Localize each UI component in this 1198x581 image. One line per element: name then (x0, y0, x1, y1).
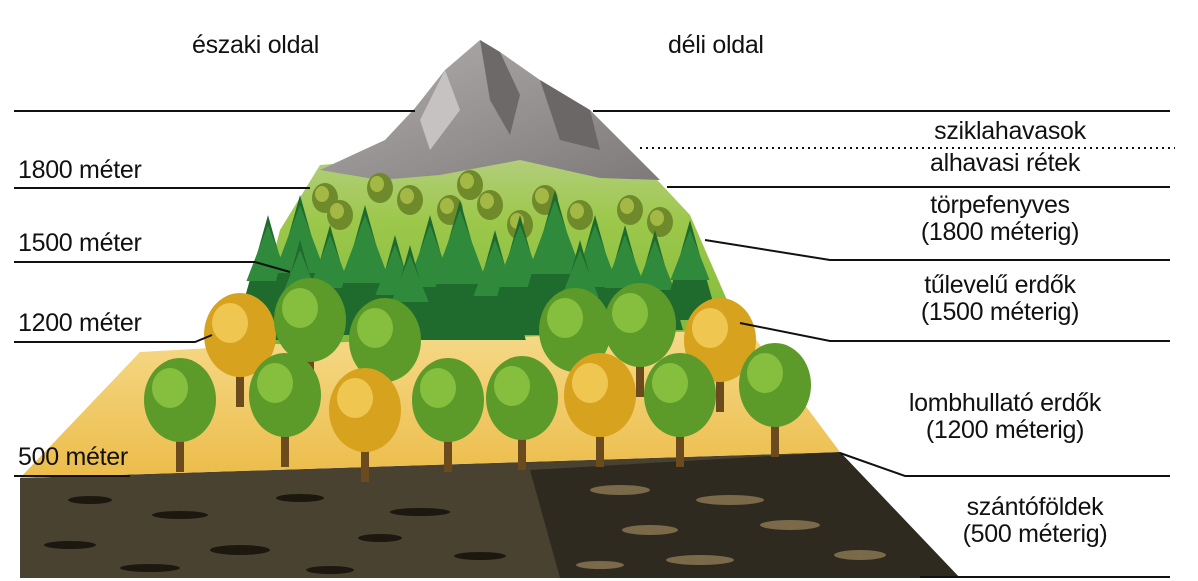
deciduous-tree (204, 293, 276, 407)
zone-range: (1200 méterig) (925, 416, 1085, 444)
farmland-soil (20, 452, 960, 578)
north-side-label: északi oldal (192, 31, 320, 59)
deciduous-tree (684, 298, 756, 412)
zone-name: sziklahavasok (934, 117, 1086, 145)
deciduous-tree (144, 358, 216, 472)
shrub (367, 173, 393, 203)
zone-alpine-meadow: alhavasi rétek (890, 150, 1120, 177)
deciduous-tree (249, 353, 321, 467)
zone-range: (500 méterig) (962, 520, 1108, 548)
zone-name: alhavasi rétek (929, 149, 1081, 177)
zone-name: törpefenyves (930, 191, 1070, 219)
zone-name: tűlevelű erdők (924, 271, 1076, 299)
deciduous-tree (349, 298, 421, 412)
deciduous-tree (412, 358, 484, 472)
zone-rocky-alpine: sziklahavasok (890, 118, 1130, 145)
deciduous-tree (604, 283, 676, 397)
rocky-peak (320, 40, 660, 180)
altitude-lines (14, 110, 415, 477)
zone-deciduous: lombhullató erdők (1200 méterig) (880, 390, 1130, 444)
conifer-tree (662, 220, 718, 320)
deciduous-tree (564, 353, 636, 467)
altitude-1200-label: 1200 méter (18, 309, 142, 337)
deciduous-tree (274, 278, 346, 392)
shrub (397, 185, 423, 215)
deciduous-tree (486, 356, 558, 470)
shrub (567, 200, 593, 230)
zone-coniferous: tűlevelű erdők (1500 méterig) (880, 272, 1120, 326)
zone-name: lombhullató erdők (908, 389, 1102, 417)
altitude-500-label: 500 méter (18, 443, 128, 471)
deciduous-tree (739, 343, 811, 457)
shrub (327, 200, 353, 230)
shrub (647, 207, 673, 237)
zone-range: (1800 méterig) (920, 218, 1080, 246)
altitude-1500-label: 1500 méter (18, 229, 142, 257)
deciduous-forest (144, 278, 811, 482)
zone-farmland: szántóföldek (500 méterig) (920, 494, 1150, 548)
shrub (457, 170, 483, 200)
zone-lines (593, 110, 1175, 578)
altitude-1800-label: 1800 méter (18, 156, 142, 184)
zone-range: (1500 méterig) (920, 298, 1080, 326)
deciduous-tree (644, 353, 716, 467)
deciduous-tree (329, 368, 401, 482)
south-side-label: déli oldal (668, 31, 764, 59)
shrub (477, 190, 503, 220)
zone-name: szántóföldek (966, 493, 1104, 521)
zone-dwarf-pine: törpefenyves (1800 méterig) (880, 192, 1120, 246)
shrub (617, 195, 643, 225)
